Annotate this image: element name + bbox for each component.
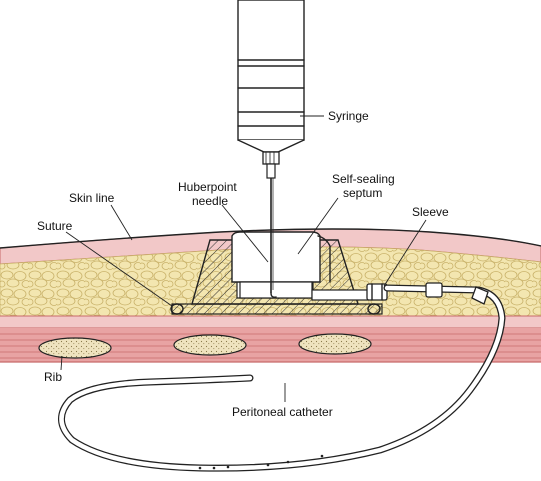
label-septum-line2: septum xyxy=(343,186,382,200)
suture-loop-left xyxy=(170,303,184,315)
label-needle-line1: Huberpoint xyxy=(178,180,237,194)
label-rib: Rib xyxy=(44,370,62,384)
leader-lines xyxy=(60,115,427,402)
labels: Syringe Huberpoint needle Self-sealing s… xyxy=(37,109,449,419)
suture-loop-right xyxy=(367,303,381,315)
label-syringe: Syringe xyxy=(328,109,369,123)
rib-1 xyxy=(38,337,112,359)
rib-3 xyxy=(298,333,372,355)
label-suture: Suture xyxy=(37,219,73,233)
catheter-side-holes xyxy=(198,454,324,470)
peritoneal-catheter-group xyxy=(58,282,506,472)
port-base-plate xyxy=(171,303,383,315)
label-septum-line1: Self-sealing xyxy=(332,172,395,186)
label-peritoneal-catheter: Peritoneal catheter xyxy=(232,405,333,419)
ribs xyxy=(38,333,372,359)
label-needle-line2: needle xyxy=(192,194,228,208)
port xyxy=(170,231,383,315)
needle-hub xyxy=(262,151,280,165)
self-sealing-septum xyxy=(231,231,321,283)
rib-2 xyxy=(173,334,247,356)
syringe-assembly xyxy=(237,0,305,298)
syringe-barrel xyxy=(237,0,305,141)
label-sleeve: Sleeve xyxy=(412,205,449,219)
skin-line xyxy=(0,228,541,249)
port-outlet-stem xyxy=(311,289,369,301)
label-skin-line: Skin line xyxy=(69,191,115,205)
fascia-layer xyxy=(0,316,541,328)
catheter-collar xyxy=(425,282,443,298)
catheter-connector xyxy=(471,286,489,305)
syringe-taper xyxy=(237,139,305,153)
